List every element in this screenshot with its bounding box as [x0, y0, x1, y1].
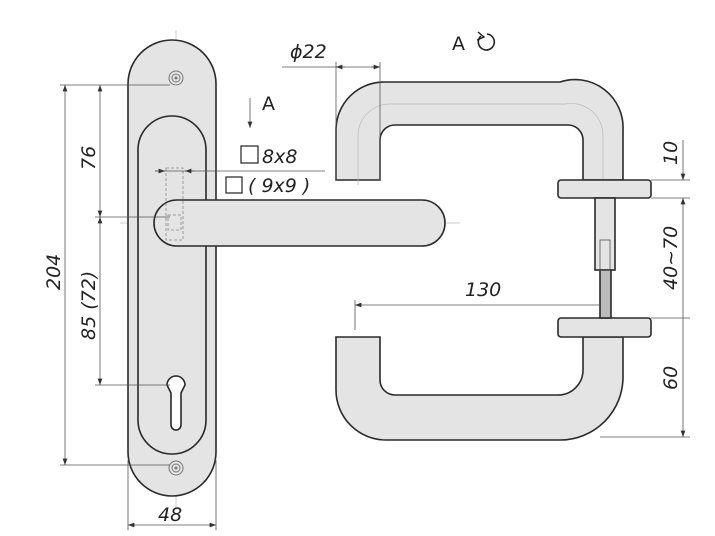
bottom-screw-icon	[168, 460, 184, 476]
top-screw-icon	[168, 70, 184, 86]
dim-plate-width: 48	[158, 504, 182, 526]
dim-door-thickness: 40~70	[660, 226, 682, 290]
dim-lever-projection: 130	[465, 279, 501, 301]
dim-lever-height: 60	[660, 366, 682, 390]
view-label: A	[452, 33, 465, 55]
dim-spindle-square-alt: ( 9x9 )	[248, 175, 310, 197]
dim-overall-height: 204	[43, 254, 65, 290]
spindle-hidden	[165, 167, 184, 241]
spindle-bolt	[599, 269, 612, 319]
dim-tube-diameter: ϕ22	[290, 41, 327, 63]
dim-spindle-to-cylinder: 85 (72)	[78, 271, 100, 340]
dim-top-to-spindle: 76	[78, 146, 100, 170]
rotate-arrow-icon	[476, 31, 496, 51]
bottom-rose	[557, 317, 652, 338]
square-icon	[240, 145, 259, 164]
square-icon-alt	[225, 176, 243, 194]
top-rose	[557, 179, 652, 199]
cylinder-keyhole	[166, 375, 186, 431]
section-label: A	[262, 93, 275, 115]
top-handle-tube	[335, 78, 624, 181]
dim-rose-thickness: 10	[660, 141, 682, 165]
lever-handle	[153, 199, 446, 247]
bottom-handle-tube	[335, 336, 624, 441]
dim-spindle-square: 8x8	[262, 146, 297, 168]
spindle-sleeve	[594, 197, 616, 271]
